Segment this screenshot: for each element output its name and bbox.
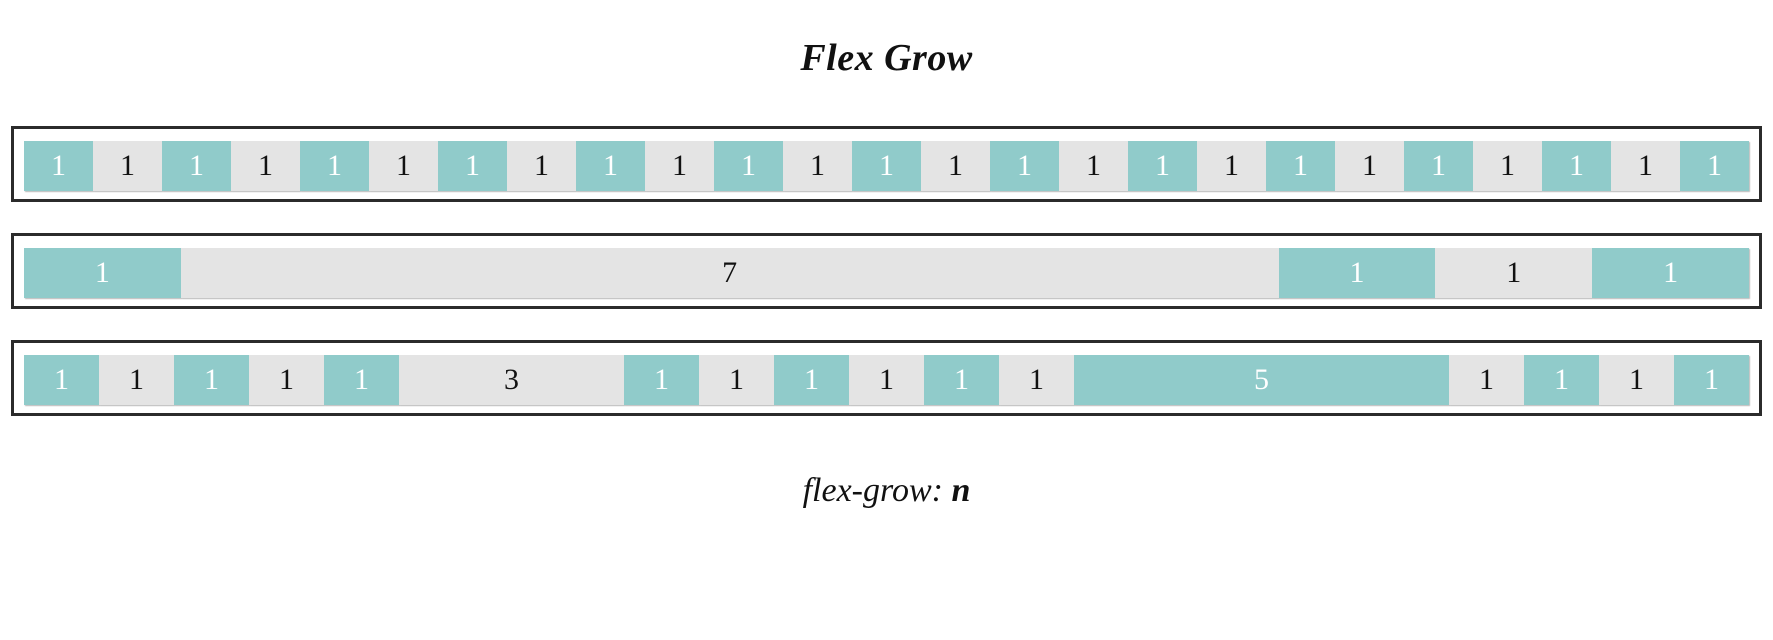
flex-item: 1 xyxy=(324,355,399,405)
flex-item: 1 xyxy=(645,141,714,191)
flex-item: 1 xyxy=(1611,141,1680,191)
flex-item: 1 xyxy=(93,141,162,191)
flex-item: 1 xyxy=(849,355,924,405)
flex-item: 1 xyxy=(783,141,852,191)
flex-item: 1 xyxy=(99,355,174,405)
flex-item: 1 xyxy=(1435,248,1593,298)
flex-item: 1 xyxy=(507,141,576,191)
flex-item: 1 xyxy=(1524,355,1599,405)
flex-item: 1 xyxy=(1599,355,1674,405)
flex-item: 1 xyxy=(300,141,369,191)
flex-item: 1 xyxy=(1059,141,1128,191)
flex-item: 1 xyxy=(438,141,507,191)
flex-item: 1 xyxy=(1473,141,1542,191)
flex-item: 1 xyxy=(1542,141,1611,191)
flex-item: 1 xyxy=(774,355,849,405)
flex-item: 1 xyxy=(852,141,921,191)
flex-item: 1 xyxy=(1266,141,1335,191)
caption-property: flex-grow: xyxy=(802,472,943,509)
flex-item: 1 xyxy=(576,141,645,191)
flex-item: 5 xyxy=(1074,355,1449,405)
flex-item: 1 xyxy=(24,248,181,298)
flex-item: 1 xyxy=(1197,141,1266,191)
flex-item: 1 xyxy=(249,355,324,405)
flex-item: 1 xyxy=(162,141,231,191)
flex-item: 1 xyxy=(1404,141,1473,191)
flex-item: 1 xyxy=(369,141,438,191)
flex-item: 1 xyxy=(714,141,783,191)
flex-item: 1 xyxy=(174,355,249,405)
caption-value: n xyxy=(951,472,971,509)
flex-item: 1 xyxy=(24,141,93,191)
flex-item: 1 xyxy=(1680,141,1749,191)
flex-item: 1 xyxy=(990,141,1059,191)
flex-item: 3 xyxy=(399,355,624,405)
flex-item: 1 xyxy=(924,355,999,405)
flex-item: 1 xyxy=(1335,141,1404,191)
flex-item: 1 xyxy=(1278,248,1436,298)
flex-item: 1 xyxy=(1592,248,1749,298)
flex-item: 1 xyxy=(921,141,990,191)
flex-item: 1 xyxy=(24,355,99,405)
flex-item: 7 xyxy=(180,248,1279,298)
flex-item: 1 xyxy=(699,355,774,405)
flex-item: 1 xyxy=(1449,355,1524,405)
page-title: Flex Grow xyxy=(800,37,973,79)
flex-item: 1 xyxy=(999,355,1074,405)
flex-item: 1 xyxy=(624,355,699,405)
flex-item: 1 xyxy=(1674,355,1749,405)
flex-item: 1 xyxy=(231,141,300,191)
caption: flex-grow: n xyxy=(0,472,1773,510)
flex-item: 1 xyxy=(1128,141,1197,191)
